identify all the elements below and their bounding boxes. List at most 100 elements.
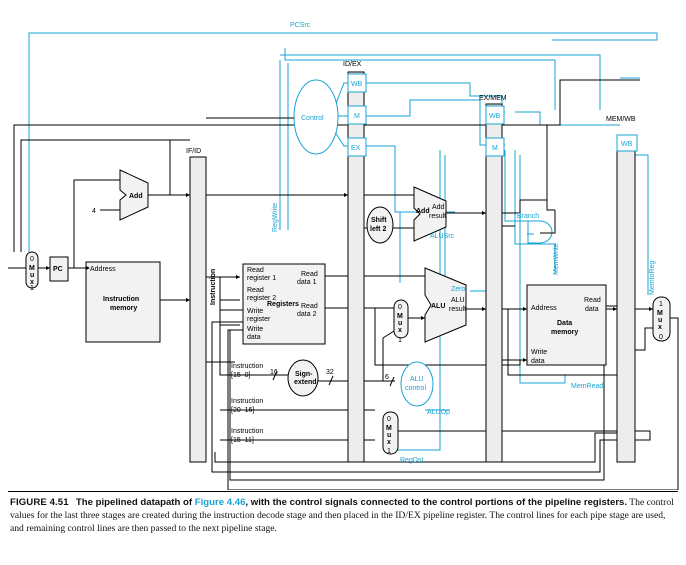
read-register-1-b: register 1	[247, 275, 276, 282]
sign-extend-unit	[287, 359, 319, 397]
id-ex-m-box	[347, 105, 367, 125]
instr-15-11-b: [15–11]	[231, 437, 254, 444]
instr-15-0-a: Instruction	[231, 363, 263, 370]
branch-add-2: Add	[432, 204, 445, 211]
alusrc-label: ALUSrc	[430, 233, 455, 240]
instr-mem-label-2: memory	[110, 305, 137, 312]
data-mem-read-a: Read	[584, 297, 601, 304]
instruction-bus-label: Instruction	[210, 269, 217, 305]
alu-control-b: control	[405, 385, 426, 392]
ex-mem-m-label: M	[492, 145, 498, 152]
regdst-mux	[382, 411, 399, 455]
data-memory	[526, 284, 607, 366]
id-ex-m-label: M	[354, 113, 360, 120]
caption-title-1: The pipelined datapath of	[75, 497, 195, 508]
regdst-mux-0: 0	[387, 416, 391, 423]
pc-source-mux	[25, 251, 39, 289]
data-mem-write-a: Write	[531, 349, 547, 356]
caption-body: The control values for the last three st…	[10, 497, 674, 534]
four-constant: 4	[92, 208, 96, 215]
shift-left-2-a: Shift	[371, 217, 387, 224]
write-register-b: register	[247, 316, 271, 323]
register-file	[242, 263, 326, 345]
memwrite-label: MemWrite	[553, 243, 560, 275]
ex-mem-label: EX/MEM	[479, 95, 507, 102]
pcsrc-label: PCSrc	[290, 22, 311, 29]
instr-15-11-a: Instruction	[231, 428, 263, 435]
alu	[424, 267, 467, 343]
arrowheads	[46, 193, 653, 362]
figure-caption: FIGURE 4.51 The pipelined datapath of Fi…	[10, 496, 678, 535]
aluop-label: ALUOp	[427, 409, 450, 416]
ex-mem-wb-box	[485, 105, 505, 125]
pc-adder	[119, 169, 149, 221]
id-ex-register	[347, 71, 365, 463]
pc-adder-label: Add	[129, 193, 143, 200]
branch-label: Branch	[517, 213, 539, 220]
control-lines: PCSrc	[28, 22, 658, 451]
ex-mem-wb-label: WB	[489, 113, 501, 120]
instr-20-16-b: [20–16]	[231, 407, 254, 414]
read-register-2-b: register 2	[247, 295, 276, 302]
pc-label: PC	[53, 266, 63, 273]
if-id-label: IF/ID	[186, 148, 201, 155]
data-mem-write-b: data	[531, 358, 545, 365]
alu-result-b: result	[449, 306, 466, 313]
figure-label: FIGURE 4.51	[10, 497, 69, 508]
branch-add-3: result	[429, 213, 446, 220]
mem-wb-register	[616, 134, 636, 463]
alusrc-mux-0: 0	[398, 304, 402, 311]
alu-control-unit	[400, 361, 434, 407]
memtoreg-mux	[652, 296, 671, 342]
branch-adder	[413, 186, 447, 242]
caption-figure-link[interactable]: Figure 4.46	[194, 497, 246, 508]
ex-mem-register	[485, 103, 503, 463]
read-data-2-b: data 2	[297, 311, 317, 318]
ex-mem-m-box	[485, 137, 505, 157]
regwrite-label: RegWrite	[272, 203, 279, 232]
data-mem-label-b: memory	[551, 329, 578, 336]
pc-mux-1: 1	[30, 285, 34, 292]
mem-wb-label: MEM/WB	[606, 116, 636, 123]
id-ex-ex-box	[347, 137, 367, 157]
regdst-mux-m: M	[386, 425, 392, 432]
alusrc-mux-m: M	[397, 313, 403, 320]
alu-label: ALU	[431, 303, 445, 310]
instr-mem-label-1: Instruction	[103, 296, 139, 303]
id-ex-wb-label: WB	[351, 81, 363, 88]
alusrc-mux	[393, 299, 409, 339]
alusrc-mux-u: u	[398, 320, 402, 327]
regdst-mux-x: x	[387, 439, 391, 446]
mem-wb-wb-label: WB	[621, 141, 633, 148]
sign-extend-a: Sign-	[295, 371, 313, 378]
caption-divider	[8, 491, 678, 492]
regdst-mux-1: 1	[387, 448, 391, 455]
pc-mux-x: x	[30, 279, 34, 286]
read-register-2-a: Read	[247, 287, 264, 294]
read-register-1-a: Read	[247, 267, 264, 274]
read-data-1-b: data 1	[297, 279, 317, 286]
wb-mux-u: u	[658, 317, 662, 324]
shift-left-2-b: left 2	[370, 226, 386, 233]
data-mem-address: Address	[531, 305, 557, 312]
instruction-memory	[85, 261, 161, 343]
pc-mux-u: u	[30, 272, 34, 279]
write-data-a: Write	[247, 326, 263, 333]
control-label: Control	[301, 115, 324, 122]
read-data-2-a: Read	[301, 303, 318, 310]
zero-label: Zero	[451, 286, 466, 293]
sign-extend-b: extend	[294, 379, 317, 386]
regdst-mux-u: u	[387, 432, 391, 439]
six-bits: 6	[385, 374, 389, 381]
branch-add-1: Add	[416, 208, 430, 215]
pipelined-datapath-diagram: PCSrc	[8, 22, 679, 490]
if-id-register	[189, 156, 207, 463]
id-ex-label: ID/EX	[343, 61, 362, 68]
wb-mux-1: 1	[659, 301, 663, 308]
wb-mux-m: M	[657, 310, 663, 317]
caption-title-2: , with the control signals connected to …	[245, 497, 628, 508]
wb-mux-x: x	[658, 324, 662, 331]
shift-left-2-unit	[366, 206, 394, 244]
alusrc-mux-1: 1	[398, 337, 402, 344]
alu-result-a: ALU	[451, 297, 465, 304]
